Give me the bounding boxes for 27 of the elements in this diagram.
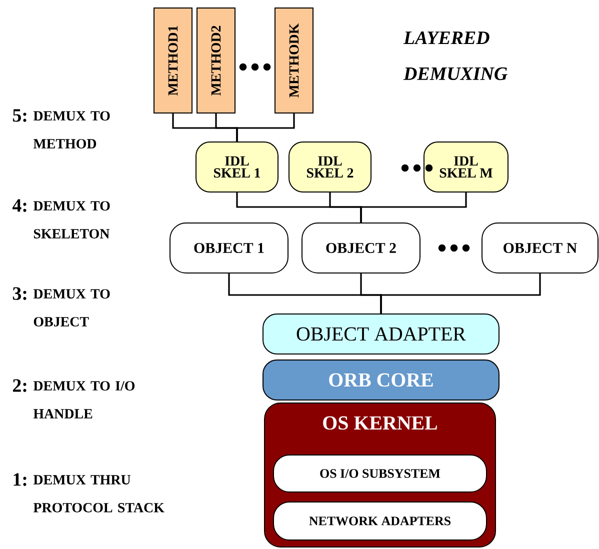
step-number: 5: — [12, 109, 26, 122]
step-label: DEMUX TO SKELETON — [33, 201, 110, 238]
connector-line — [380, 274, 541, 314]
object-box: OBJECT 1 — [170, 222, 288, 274]
method-box: METHOD1 — [154, 8, 192, 114]
step-label: DEMUX TO I/O HANDLE — [33, 381, 135, 418]
object-box: OBJECT N — [482, 222, 598, 274]
step-number: 2: — [13, 379, 26, 392]
step-number: 1: — [14, 473, 26, 486]
method-box: METHODK — [274, 8, 314, 114]
step-label: DEMUX THRU PROTOCOL STACK — [33, 475, 164, 512]
skeleton-box: IDL SKEL 2 — [288, 142, 372, 192]
step-number: 4: — [12, 199, 26, 212]
object-box: OBJECT 2 — [302, 222, 420, 274]
core-box: ORB CORE — [262, 360, 500, 400]
step-label: DEMUX TO METHOD — [33, 111, 110, 148]
step-number: 3: — [12, 287, 26, 300]
title: LAYERED DEMUXING — [403, 32, 508, 80]
step-label: DEMUX TO OBJECT — [33, 289, 110, 326]
method-box: METHOD2 — [196, 8, 236, 114]
layer-box: OS I/O SUBSYSTEM — [273, 454, 487, 492]
connector-line — [236, 114, 295, 142]
layer-box: NETWORK ADAPTERS — [273, 502, 487, 540]
skeleton-box: IDL SKEL 1 — [196, 142, 278, 192]
adapter-box: OBJECT ADAPTER — [262, 314, 500, 354]
skeleton-box: IDL SKEL M — [424, 142, 508, 192]
connector-line — [360, 192, 467, 222]
